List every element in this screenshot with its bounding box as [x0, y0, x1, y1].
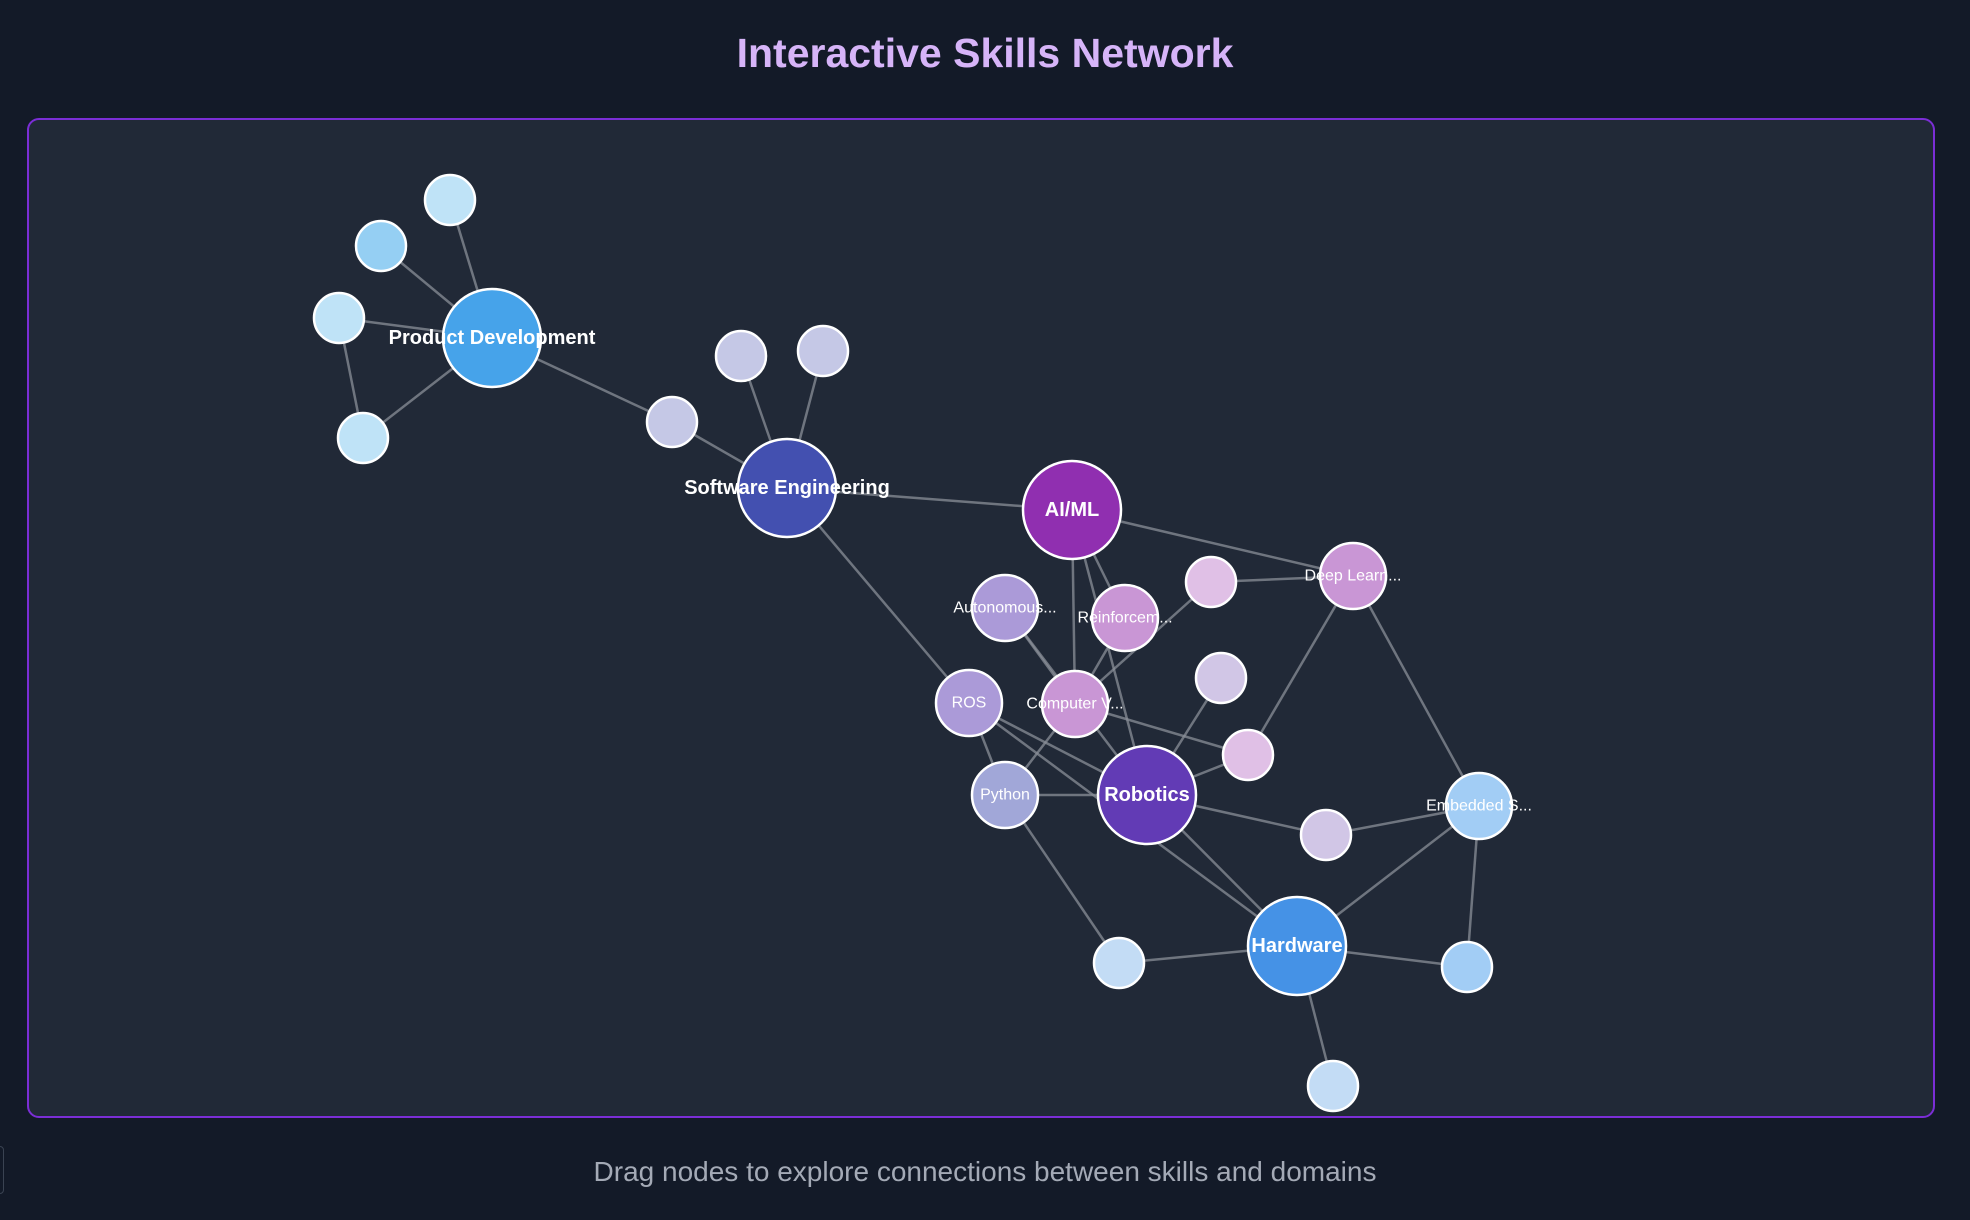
node-ros[interactable]: ROS: [934, 668, 1004, 738]
node-aiml[interactable]: AI/ML: [1021, 459, 1123, 561]
node-pd2[interactable]: [354, 219, 408, 273]
node-circle[interactable]: [934, 668, 1004, 738]
node-circle[interactable]: [736, 437, 838, 539]
page-title: Interactive Skills Network: [736, 30, 1234, 76]
node-pd3[interactable]: [312, 291, 366, 345]
node-circle[interactable]: [1306, 1059, 1360, 1113]
node-circle[interactable]: [970, 760, 1040, 830]
node-circle[interactable]: [1194, 651, 1248, 705]
node-circle[interactable]: [645, 395, 699, 449]
node-ai2[interactable]: [1221, 728, 1275, 782]
edge-dl-ai2: [1246, 575, 1355, 756]
node-cv[interactable]: Computer V...: [1026, 669, 1124, 739]
node-se1[interactable]: [714, 329, 768, 383]
node-circle[interactable]: [1096, 744, 1198, 846]
node-circle[interactable]: [1221, 728, 1275, 782]
node-circle[interactable]: [1092, 936, 1146, 990]
node-se[interactable]: Software Engineering: [684, 437, 890, 539]
node-se3[interactable]: [645, 395, 699, 449]
node-circle[interactable]: [970, 573, 1040, 643]
node-hw2[interactable]: [1440, 940, 1494, 994]
node-circle[interactable]: [423, 173, 477, 227]
node-circle[interactable]: [1299, 808, 1353, 862]
side-panel-handle[interactable]: [0, 1146, 4, 1194]
node-hw1[interactable]: [1092, 936, 1146, 990]
node-es[interactable]: Embedded S...: [1426, 771, 1532, 841]
node-circle[interactable]: [1318, 541, 1388, 611]
node-circle[interactable]: [1021, 459, 1123, 561]
node-circle[interactable]: [1184, 555, 1238, 609]
node-hw3[interactable]: [1306, 1059, 1360, 1113]
node-ai1[interactable]: [1184, 555, 1238, 609]
node-circle[interactable]: [354, 219, 408, 273]
node-dl[interactable]: Deep Learn...: [1305, 541, 1402, 611]
node-circle[interactable]: [336, 411, 390, 465]
node-circle[interactable]: [312, 291, 366, 345]
node-circle[interactable]: [1440, 940, 1494, 994]
node-circle[interactable]: [1246, 895, 1348, 997]
node-rl[interactable]: Reinforcem...: [1077, 583, 1173, 653]
node-circle[interactable]: [441, 287, 543, 389]
instruction-caption: Drag nodes to explore connections betwee…: [593, 1156, 1377, 1187]
node-circle[interactable]: [1040, 669, 1110, 739]
node-circle[interactable]: [1090, 583, 1160, 653]
node-se2[interactable]: [796, 324, 850, 378]
node-py[interactable]: Python: [970, 760, 1040, 830]
node-circle[interactable]: [714, 329, 768, 383]
node-rb1[interactable]: [1194, 651, 1248, 705]
node-hw[interactable]: Hardware: [1246, 895, 1348, 997]
node-pd4[interactable]: [336, 411, 390, 465]
edge-dl-es: [1351, 575, 1481, 807]
node-pd1[interactable]: [423, 173, 477, 227]
node-circle[interactable]: [1444, 771, 1514, 841]
node-rob[interactable]: Robotics: [1096, 744, 1198, 846]
node-auto[interactable]: Autonomous...: [953, 573, 1057, 643]
node-circle[interactable]: [796, 324, 850, 378]
node-rb2[interactable]: [1299, 808, 1353, 862]
